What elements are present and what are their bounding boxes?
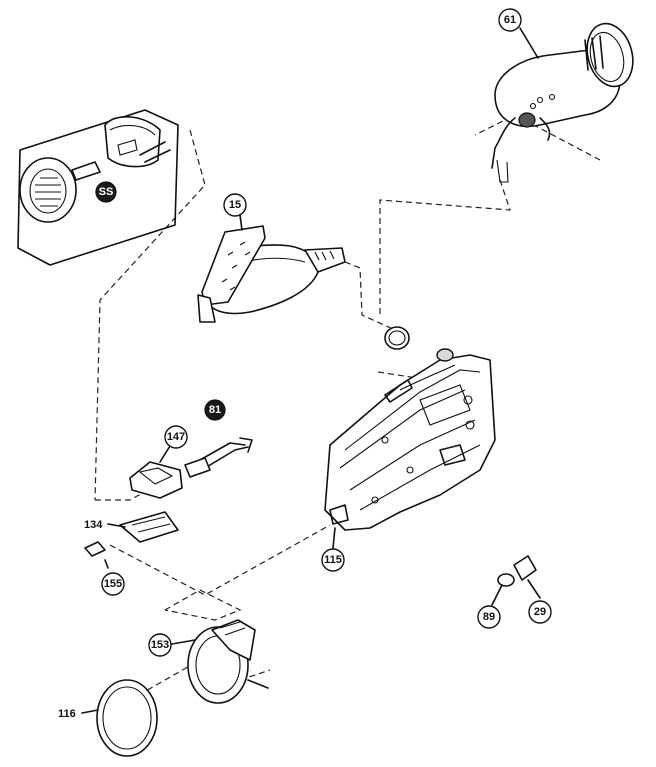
clip-part	[84, 541, 109, 569]
hand-strap	[197, 225, 346, 323]
callout-155: 155	[101, 572, 125, 596]
part-label-155: 155	[104, 578, 122, 590]
o-ring	[384, 326, 410, 350]
outer-ring	[96, 679, 158, 757]
svg-text:SS: SS	[99, 186, 114, 198]
viewfinder-assembly	[491, 22, 634, 183]
front-lens-ring	[187, 619, 269, 704]
part-label-89: 89	[483, 611, 495, 623]
part-label-29: 29	[534, 606, 546, 618]
callout-89: 89	[477, 584, 503, 629]
part-label-61: 61	[504, 14, 516, 26]
part-label-147: 147	[167, 431, 185, 443]
callout-147: 147	[159, 425, 188, 463]
main-chassis	[324, 348, 496, 531]
flex-cable-part: 81	[184, 399, 253, 478]
part-label-115: 115	[324, 554, 342, 566]
plate-part	[119, 511, 179, 543]
switch-part	[513, 555, 541, 599]
callout-153: 153	[148, 633, 196, 657]
part-label-116: 116	[58, 708, 76, 720]
part-label-15: 15	[229, 199, 241, 211]
small-button-part	[497, 573, 515, 587]
part-label-153: 153	[151, 639, 169, 651]
callout-115: 115	[321, 527, 345, 572]
light-housing-box: SS	[17, 109, 179, 266]
svg-text:81: 81	[209, 404, 221, 416]
callout-134: 134	[84, 519, 126, 531]
callout-116: 116	[58, 708, 99, 720]
part-label-134: 134	[84, 519, 103, 531]
callout-15: 15	[223, 193, 247, 231]
assembly-guide-lines	[94, 114, 601, 701]
bracket-part	[129, 461, 183, 499]
callout-29: 29	[528, 600, 552, 624]
callout-61: 61	[498, 8, 539, 59]
